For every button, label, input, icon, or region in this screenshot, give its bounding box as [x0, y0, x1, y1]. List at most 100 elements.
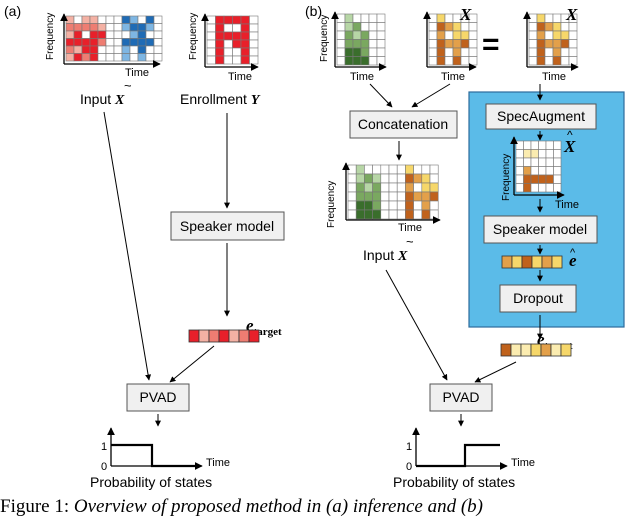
spectrogram-cell	[105, 38, 115, 47]
spectrogram-cell	[153, 53, 163, 62]
spectrogram-cell	[436, 39, 446, 49]
spectrogram-cell	[352, 47, 362, 57]
spectrogram-cell	[523, 183, 532, 193]
spectrogram-cell	[129, 53, 139, 62]
spectrogram-cell	[105, 45, 115, 54]
spectrogram-cell	[121, 30, 131, 39]
e-hat-mark: ^	[570, 247, 576, 259]
spectrogram-cell	[368, 30, 378, 40]
spectrogram-cell	[523, 157, 532, 167]
spectrogram-cell	[396, 209, 406, 220]
spectrogram-cell	[240, 39, 250, 49]
spectrogram-cell	[428, 39, 438, 49]
embedding-cell	[530, 343, 542, 357]
embedding-cell	[520, 343, 532, 357]
spectrogram-cell	[347, 182, 357, 193]
svg-text:Probability of states: Probability of states	[393, 474, 515, 490]
spectrogram-cell	[568, 56, 578, 66]
panel-b-label: (b)	[305, 3, 322, 19]
spectrogram-cell	[545, 149, 554, 159]
spectrogram-cell	[113, 38, 123, 47]
svg-text:1: 1	[101, 441, 107, 453]
spectrogram-cell	[215, 55, 225, 65]
spectrogram-cell	[113, 53, 123, 62]
e-hat-symbol: e	[569, 251, 577, 270]
spectrogram-cell	[560, 39, 570, 49]
spectrogram-cell	[405, 182, 414, 193]
spectrogram-cell	[215, 15, 225, 25]
spectrogram-cell	[352, 13, 362, 23]
spectrogram-concatenated-b	[347, 164, 439, 220]
spectrogram-cell	[538, 166, 547, 176]
spectrogram-cell	[515, 157, 524, 167]
spectrogram-cell	[81, 38, 91, 47]
spectrogram-cell	[388, 191, 398, 202]
spectrogram-cell	[215, 47, 225, 57]
embedding-cell	[531, 255, 543, 269]
spectrogram-cell	[232, 55, 242, 65]
spectrogram-cell	[121, 23, 131, 32]
pvad-box-b: PVAD	[429, 383, 493, 412]
spectrogram-cell	[344, 56, 354, 66]
spectrogram-cell	[368, 39, 378, 49]
spectrogram-cell	[405, 164, 414, 175]
spectrogram-cell	[523, 174, 532, 184]
embedding-cell	[560, 343, 572, 357]
spectrogram-cell	[206, 47, 216, 57]
spectrogram-cell	[388, 182, 398, 193]
hat-mark: ^	[567, 128, 573, 142]
spectrogram-cell	[413, 164, 423, 175]
spectrogram-cell	[81, 23, 91, 32]
spectrogram-cell	[89, 53, 99, 62]
spectrogram-cell	[232, 31, 242, 41]
spectrogram-cell	[553, 157, 562, 167]
prob-plot-a: 1 0 Time Probability of states	[90, 427, 230, 490]
spectrogram-cell	[153, 45, 163, 54]
spectrogram-cell	[536, 47, 546, 57]
spectrogram-cell	[396, 182, 406, 193]
spectrogram-cell	[528, 22, 538, 32]
spectrogram-cell	[544, 30, 554, 40]
spectrogram-cell	[545, 183, 554, 193]
caption-prefix: Figure 1:	[0, 496, 70, 517]
spectrogram-cell	[376, 30, 386, 40]
embedding-hat-b	[501, 255, 563, 269]
spectrogram-cell	[89, 23, 99, 32]
spectrogram-cell	[545, 157, 554, 167]
tilde-a: ~	[124, 78, 132, 93]
spectrogram-cell	[452, 30, 462, 40]
spectrogram-cell	[360, 22, 370, 32]
figure-caption: Figure 1: Overview of proposed method in…	[0, 496, 630, 518]
spectrogram-cell	[428, 22, 438, 32]
spectrogram-cell	[368, 47, 378, 57]
spectrogram-cell	[344, 39, 354, 49]
spectrogram-cell	[421, 209, 431, 220]
spectrogram-cell	[73, 38, 83, 47]
spectrogram-x-b	[428, 13, 478, 66]
spectrogram-cell	[105, 53, 115, 62]
spectrogram-cell	[73, 23, 83, 32]
spectrogram-cell	[421, 191, 431, 202]
spectrogram-cell	[240, 55, 250, 65]
spectrogram-cell	[372, 200, 382, 211]
spectrogram-cell	[73, 15, 83, 24]
spectrogram-cell	[396, 200, 406, 211]
spectrogram-cell	[65, 15, 75, 24]
spectrogram-cell	[460, 30, 470, 40]
spectrogram-cell	[545, 174, 554, 184]
time-label-a2: Time	[228, 71, 252, 83]
spectrogram-cell	[137, 23, 147, 32]
spectrogram-cell	[538, 140, 547, 150]
spectrogram-cell	[355, 164, 365, 175]
spectrogram-cell	[413, 191, 423, 202]
spectrogram-cell	[429, 209, 439, 220]
spectrogram-cell	[552, 47, 562, 57]
spectrogram-cell	[240, 47, 250, 57]
spectrogram-cell	[530, 183, 539, 193]
spectrogram-cell	[344, 30, 354, 40]
spectrogram-cell	[129, 15, 139, 24]
embedding-cell	[198, 329, 210, 343]
spectrogram-cell	[89, 15, 99, 24]
spectrogram-cell	[206, 15, 216, 25]
spectrogram-cell	[89, 30, 99, 39]
